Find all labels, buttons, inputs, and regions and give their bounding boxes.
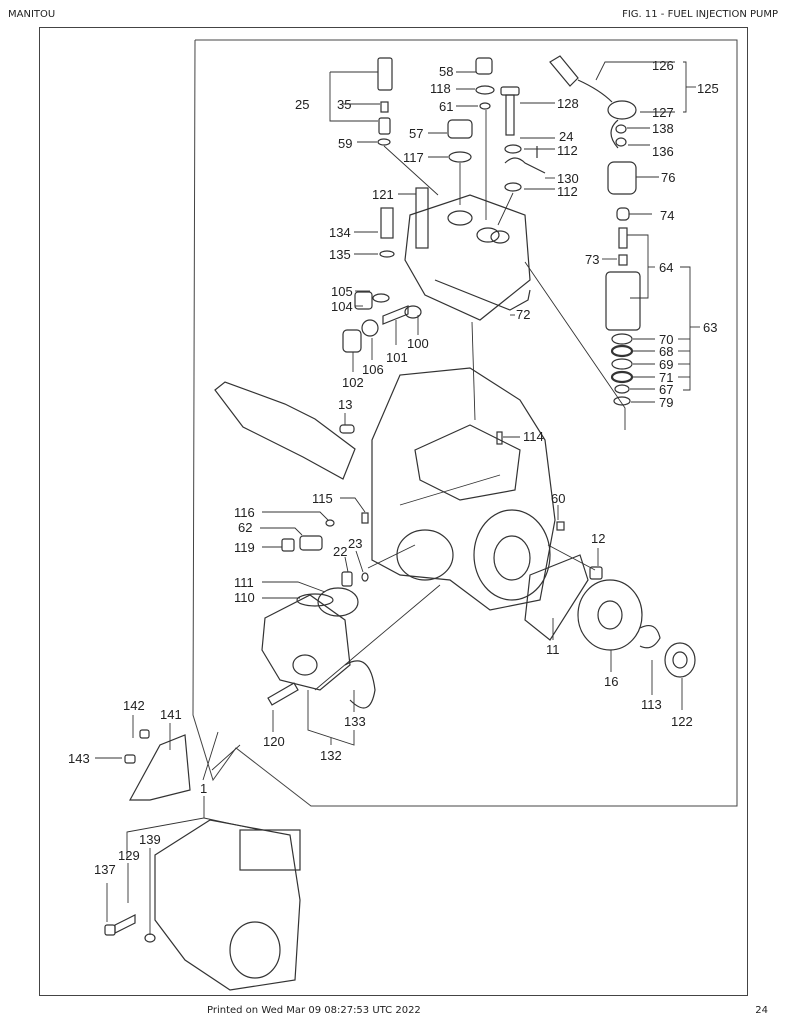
callout-72: 72	[516, 307, 530, 322]
callout-102: 102	[342, 375, 364, 390]
callout-76: 76	[661, 170, 675, 185]
callout-118: 118	[430, 81, 451, 96]
callout-101: 101	[386, 350, 408, 365]
callout-57: 57	[409, 126, 423, 141]
callout-69: 69	[659, 357, 673, 372]
callout-25: 25	[295, 97, 309, 112]
callout-1: 1	[200, 781, 207, 796]
callout-67: 67	[659, 382, 673, 397]
callout-125: 125	[697, 81, 719, 96]
callout-100: 100	[407, 336, 429, 351]
callout-114: 114	[523, 429, 544, 444]
callout-59: 59	[338, 136, 352, 151]
leader-lines	[95, 61, 700, 935]
callout-126: 126	[652, 58, 674, 73]
callout-labels: 58 118 61 128 126 125 127 138 136 25 35 …	[68, 58, 719, 877]
callout-137: 137	[94, 862, 116, 877]
callout-115: 115	[312, 491, 333, 506]
callout-12: 12	[591, 531, 605, 546]
callout-141: 141	[160, 707, 182, 722]
callout-104: 104	[331, 299, 353, 314]
callout-127: 127	[652, 105, 674, 120]
callout-60: 60	[551, 491, 565, 506]
callout-62: 62	[238, 520, 252, 535]
callout-129: 129	[118, 848, 140, 863]
callout-16: 16	[604, 674, 618, 689]
callout-133: 133	[344, 714, 366, 729]
printed-on-timestamp: Printed on Wed Mar 09 08:27:53 UTC 2022	[207, 1005, 421, 1016]
callout-64: 64	[659, 260, 673, 275]
callout-79: 79	[659, 395, 673, 410]
diagram-frame	[39, 27, 748, 996]
callout-74: 74	[660, 208, 674, 223]
callout-68: 68	[659, 344, 673, 359]
callout-142: 142	[123, 698, 145, 713]
detail-frame	[192, 39, 738, 807]
callout-71: 71	[659, 370, 673, 385]
callout-35: 35	[337, 97, 351, 112]
callout-139: 139	[139, 832, 161, 847]
callout-70: 70	[659, 332, 673, 347]
callout-117: 117	[403, 150, 424, 165]
callout-23: 23	[348, 536, 362, 551]
callout-130: 130	[557, 171, 579, 186]
callout-106: 106	[362, 362, 384, 377]
callout-58: 58	[439, 64, 453, 79]
callout-113: 113	[641, 697, 662, 712]
callout-136: 136	[652, 144, 674, 159]
callout-138: 138	[652, 121, 674, 136]
callout-119: 119	[234, 540, 255, 555]
callout-105: 105	[331, 284, 353, 299]
callout-73: 73	[585, 252, 599, 267]
callout-143: 143	[68, 751, 90, 766]
callout-22: 22	[333, 544, 347, 559]
brand-label: MANITOU	[8, 9, 56, 20]
callout-112-b: 112	[557, 184, 578, 199]
callout-121: 121	[372, 187, 394, 202]
callout-120: 120	[263, 734, 285, 749]
figure-title: FIG. 11 - FUEL INJECTION PUMP	[622, 9, 778, 20]
page-number: 24	[755, 1005, 768, 1016]
callout-112: 112	[557, 143, 578, 158]
callout-61: 61	[439, 99, 453, 114]
callout-116: 116	[234, 505, 255, 520]
callout-128: 128	[557, 96, 579, 111]
callout-135: 135	[329, 247, 351, 262]
callout-111: 111	[234, 575, 254, 590]
callout-122: 122	[671, 714, 693, 729]
callout-13: 13	[338, 397, 352, 412]
callout-63: 63	[703, 320, 717, 335]
callout-24: 24	[559, 129, 573, 144]
callout-132: 132	[320, 748, 342, 763]
callout-110: 110	[234, 590, 255, 605]
callout-134: 134	[329, 225, 351, 240]
callout-11: 11	[546, 642, 560, 657]
